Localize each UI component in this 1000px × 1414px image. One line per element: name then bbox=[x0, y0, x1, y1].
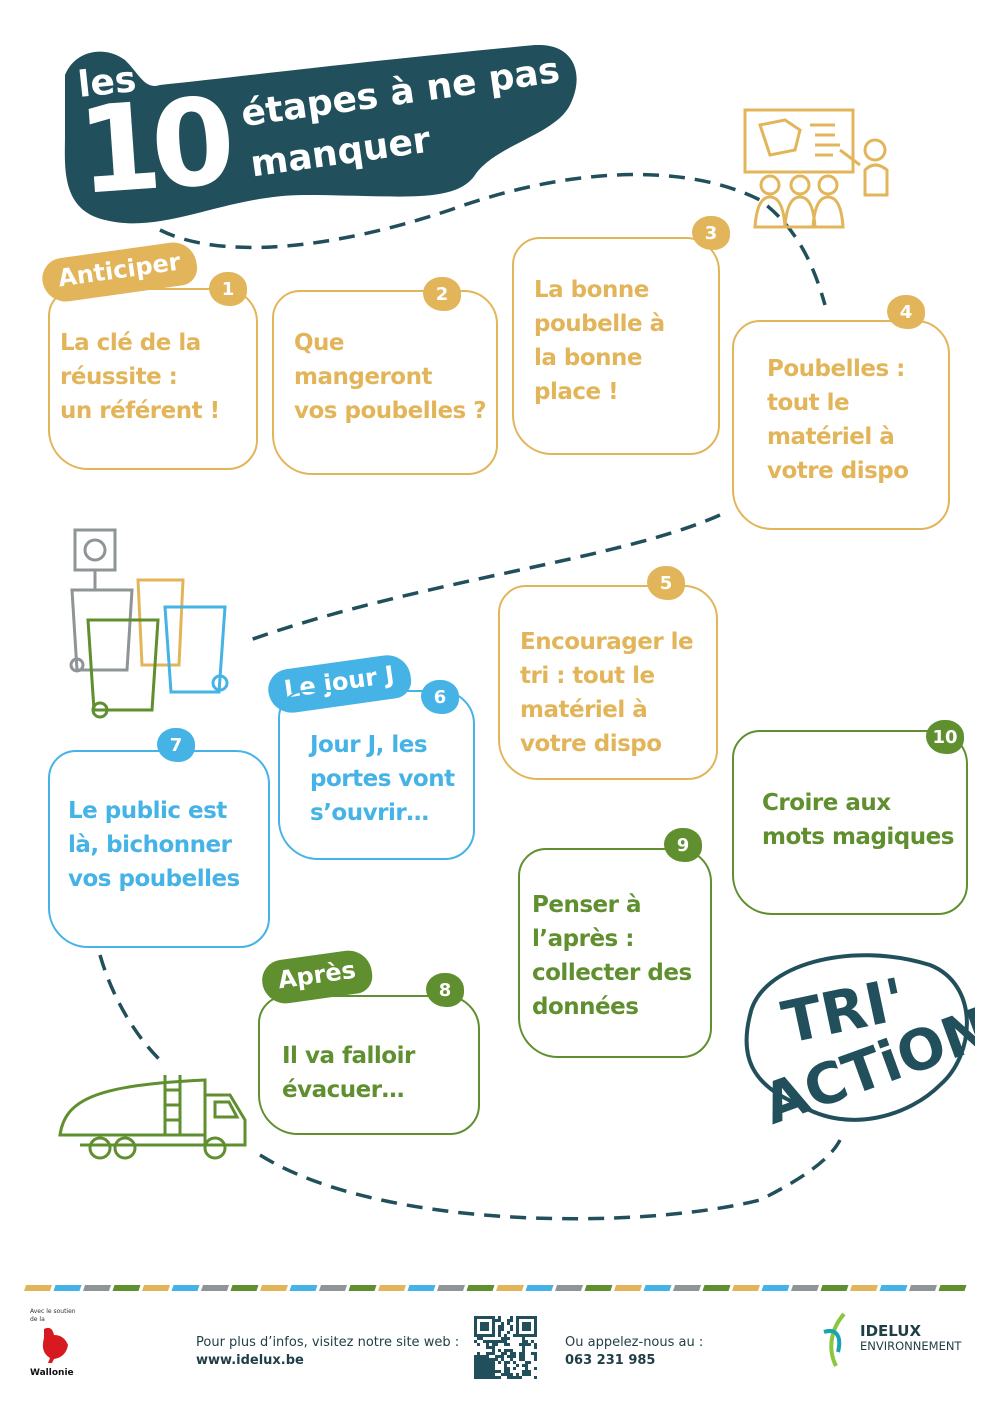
stripe-segment bbox=[614, 1285, 642, 1291]
stripe-segment bbox=[732, 1285, 760, 1291]
step-8-card: Il va falloir évacuer… bbox=[258, 995, 480, 1135]
footer-stripe bbox=[24, 1285, 967, 1291]
stripe-segment bbox=[407, 1285, 436, 1291]
stripe-segment bbox=[820, 1285, 849, 1291]
phone-number: 063 231 985 bbox=[565, 1353, 656, 1368]
idelux-name: IDELUX bbox=[860, 1322, 922, 1340]
title-number: 10 bbox=[73, 73, 230, 222]
stripe-segment bbox=[525, 1285, 554, 1291]
step-text: Croire aux mots magiques bbox=[762, 790, 954, 850]
tri-action-logo: TRI' ACTiON bbox=[744, 953, 975, 1130]
step-text: Penser à l’après : collecter des données bbox=[532, 892, 692, 1020]
step-1-card: La clé de la réussite : un référent ! bbox=[48, 288, 258, 470]
garbage-truck-illustration bbox=[58, 1075, 247, 1160]
idelux-sub: ENVIRONNEMENT bbox=[860, 1339, 962, 1353]
stripe-segment bbox=[112, 1285, 141, 1291]
web-label: Pour plus d’infos, visitez notre site we… bbox=[196, 1335, 460, 1350]
step-text: Il va falloir évacuer… bbox=[282, 1043, 415, 1103]
stripe-segment bbox=[437, 1285, 465, 1291]
step-6-badge: 6 bbox=[421, 680, 459, 714]
web-info: Pour plus d’infos, visitez notre site we… bbox=[196, 1334, 459, 1370]
step-10-badge: 10 bbox=[926, 720, 964, 754]
step-10-card: Croire aux mots magiques bbox=[732, 730, 968, 915]
step-text: La bonne poubelle à la bonne place ! bbox=[534, 277, 665, 405]
stripe-segment bbox=[555, 1285, 583, 1291]
step-text: Poubelles : tout le matériel à votre dis… bbox=[767, 356, 909, 484]
step-1-badge: 1 bbox=[209, 272, 247, 306]
stripe-segment bbox=[378, 1285, 406, 1291]
step-5-badge: 5 bbox=[647, 566, 685, 600]
stripe-segment bbox=[319, 1285, 347, 1291]
step-text: Encourager le tri : tout le matériel à v… bbox=[520, 629, 694, 757]
qr-code[interactable] bbox=[474, 1316, 538, 1380]
support-text: Avec le soutien de la bbox=[30, 1308, 76, 1323]
web-link[interactable]: www.idelux.be bbox=[196, 1353, 304, 1368]
stripe-segment bbox=[938, 1285, 967, 1291]
stripe-segment bbox=[761, 1285, 790, 1291]
step-4-card: Poubelles : tout le matériel à votre dis… bbox=[732, 320, 950, 530]
step-7-card: Le public est là, bichonner vos poubelle… bbox=[48, 750, 270, 948]
step-2-badge: 2 bbox=[423, 277, 461, 311]
stripe-segment bbox=[643, 1285, 672, 1291]
presentation-illustration bbox=[743, 108, 889, 229]
stripe-segment bbox=[496, 1285, 524, 1291]
rooster-icon bbox=[42, 1327, 68, 1363]
bins-illustration bbox=[69, 528, 229, 719]
stripe-segment bbox=[348, 1285, 377, 1291]
stripe-segment bbox=[142, 1285, 170, 1291]
title-blob bbox=[64, 45, 577, 224]
stripe-segment bbox=[702, 1285, 731, 1291]
phone-info: Ou appelez-nous au : 063 231 985 bbox=[565, 1334, 703, 1370]
step-9-badge: 9 bbox=[664, 828, 702, 862]
stripe-segment bbox=[909, 1285, 937, 1291]
stripe-segment bbox=[260, 1285, 288, 1291]
stripe-segment bbox=[83, 1285, 111, 1291]
stripe-segment bbox=[24, 1285, 52, 1291]
idelux-swoosh-icon bbox=[823, 1312, 846, 1367]
stripe-segment bbox=[879, 1285, 908, 1291]
step-text: Que mangeront vos poubelles ? bbox=[294, 330, 487, 424]
step-8-badge: 8 bbox=[426, 973, 464, 1007]
stripe-segment bbox=[673, 1285, 701, 1291]
step-6-card: Jour J, les portes vont s’ouvrir… bbox=[278, 690, 475, 860]
phone-label: Ou appelez-nous au : bbox=[565, 1335, 704, 1350]
wallonie-label: Wallonie bbox=[30, 1368, 74, 1378]
step-7-badge: 7 bbox=[157, 728, 195, 762]
stripe-segment bbox=[171, 1285, 200, 1291]
step-text: La clé de la réussite : un référent ! bbox=[60, 330, 220, 424]
stripe-segment bbox=[201, 1285, 229, 1291]
step-text: Le public est là, bichonner vos poubelle… bbox=[68, 798, 240, 892]
stripe-segment bbox=[230, 1285, 259, 1291]
stripe-segment bbox=[850, 1285, 878, 1291]
idelux-logo: IDELUX ENVIRONNEMENT bbox=[822, 1312, 982, 1368]
stripe-segment bbox=[53, 1285, 82, 1291]
stripe-segment bbox=[466, 1285, 495, 1291]
step-3-card: La bonne poubelle à la bonne place ! bbox=[512, 237, 720, 455]
stripe-segment bbox=[289, 1285, 318, 1291]
stripe-segment bbox=[584, 1285, 613, 1291]
step-9-card: Penser à l’après : collecter des données bbox=[518, 848, 712, 1058]
step-5-card: Encourager le tri : tout le matériel à v… bbox=[498, 585, 718, 780]
step-text: Jour J, les portes vont s’ouvrir… bbox=[310, 732, 455, 826]
stripe-segment bbox=[791, 1285, 819, 1291]
wallonie-logo: Avec le soutien de la Wallonie bbox=[30, 1308, 80, 1378]
step-4-badge: 4 bbox=[887, 295, 925, 329]
step-3-badge: 3 bbox=[692, 216, 730, 250]
step-2-card: Que mangeront vos poubelles ? bbox=[272, 290, 498, 475]
